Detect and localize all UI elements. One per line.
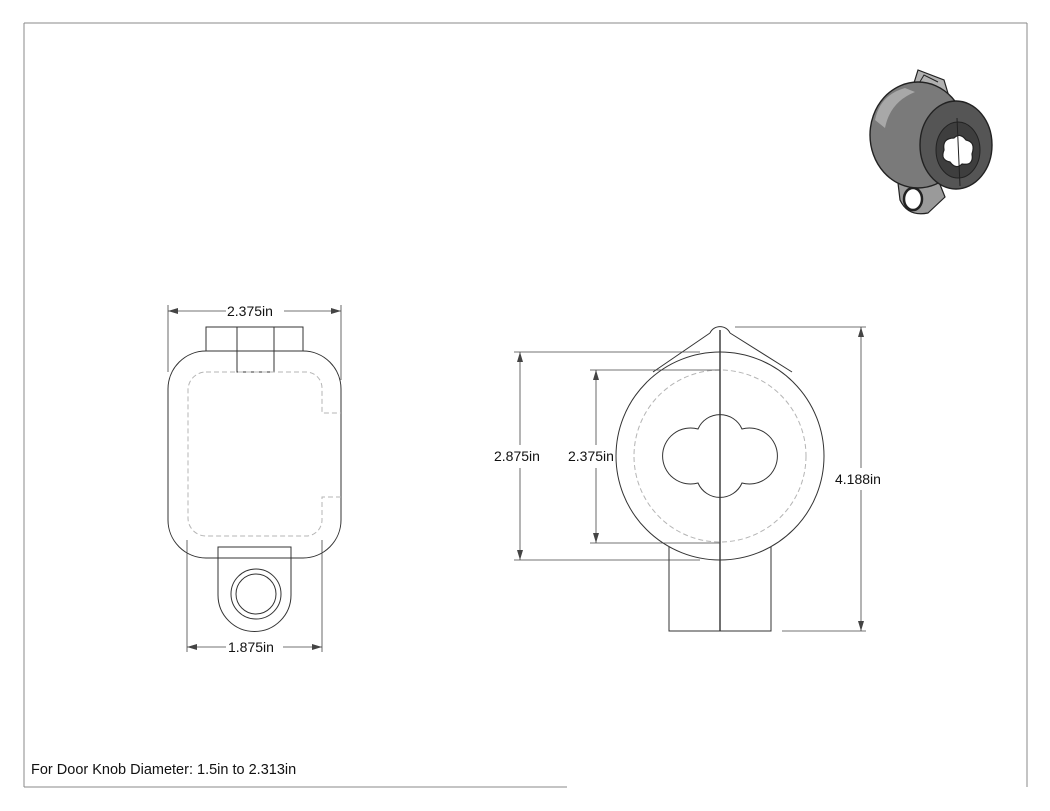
door-knob-diameter-note: For Door Knob Diameter: 1.5in to 2.313in [31, 762, 297, 778]
dim-label-side-outer: 2.875in [494, 448, 540, 464]
mounting-hole-inner [235, 573, 277, 615]
front-bottom-tab [217, 546, 292, 632]
dim-side-total: 4.188in [735, 326, 881, 632]
dim-front-bottom: 1.875in [186, 540, 323, 655]
front-view: 2.375in 1.875in [167, 303, 342, 655]
dim-front-top: 2.375in [167, 303, 342, 380]
knob-opening [662, 414, 778, 498]
front-hidden-inner [187, 371, 341, 537]
dim-side-inner: 2.375in [568, 369, 720, 544]
sheet-border [23, 22, 1028, 788]
side-view: 2.875in 2.375in 4.188in [494, 326, 881, 632]
isometric-view [869, 69, 993, 215]
mounting-hole-outer [230, 568, 282, 620]
front-body-outline [167, 350, 342, 559]
hinge-knuckle-left [205, 326, 238, 352]
dim-side-outer: 2.875in [494, 351, 700, 561]
iso-mounting-hole [902, 186, 924, 212]
dim-label-side-total: 4.188in [835, 471, 881, 487]
hinge-center-leaf [236, 326, 275, 373]
dim-label-front-top: 2.375in [227, 303, 273, 319]
dim-label-side-inner: 2.375in [568, 448, 614, 464]
hinge-knuckle-right [273, 326, 304, 352]
dim-label-front-bottom: 1.875in [228, 639, 274, 655]
